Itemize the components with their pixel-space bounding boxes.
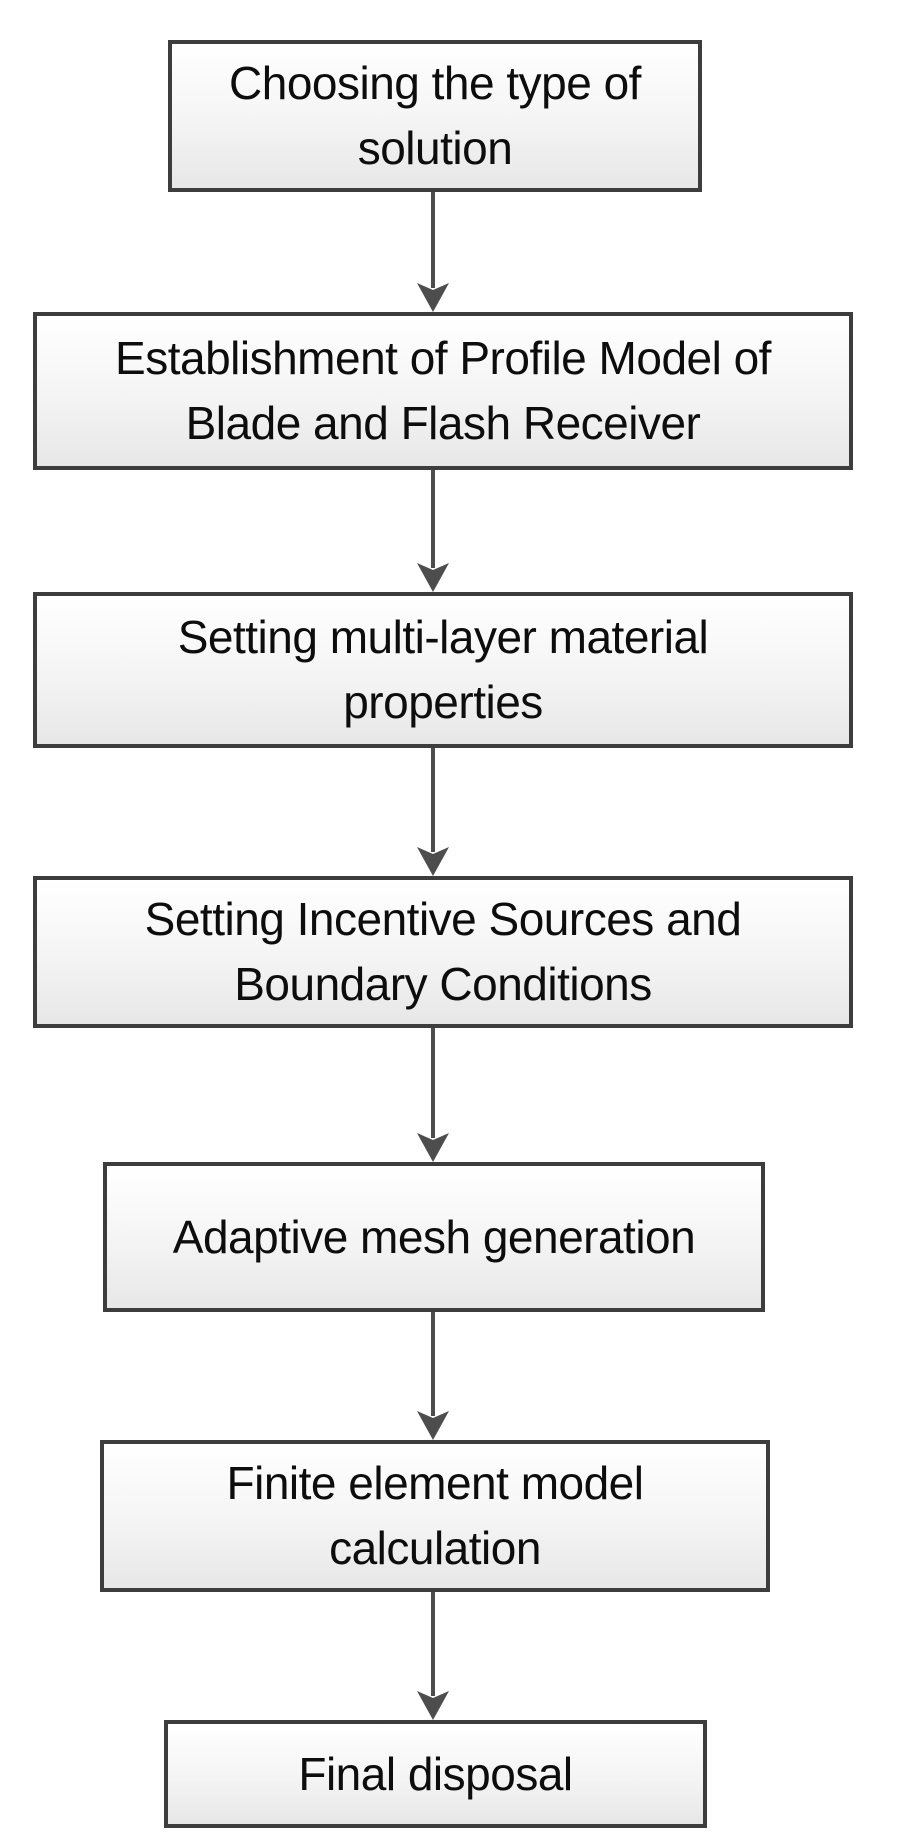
flow-arrow-5 bbox=[417, 1312, 449, 1440]
flow-arrow-6 bbox=[417, 1592, 449, 1720]
step-text-line: Setting Incentive Sources and bbox=[144, 893, 742, 945]
flow-step-incentive-sources-boundary-conditions: Setting Incentive Sources and Boundary C… bbox=[33, 876, 853, 1028]
flow-step-establishment-profile-model: Establishment of Profile Model of Blade … bbox=[33, 312, 853, 470]
step-text-line: Finite element model bbox=[226, 1457, 644, 1509]
arrow-shaft bbox=[431, 470, 435, 568]
step-label: Final disposal bbox=[168, 1742, 703, 1807]
flow-arrow-3 bbox=[417, 748, 449, 876]
arrow-head-icon bbox=[417, 283, 449, 312]
step-text-line: properties bbox=[343, 676, 543, 728]
flow-arrow-4 bbox=[417, 1028, 449, 1162]
step-label: Choosing the type of solution bbox=[172, 51, 698, 181]
step-label: Finite element model calculation bbox=[104, 1451, 766, 1581]
flow-step-multi-layer-material-properties: Setting multi-layer material properties bbox=[33, 592, 853, 748]
arrow-shaft bbox=[431, 1312, 435, 1416]
step-text-line: Blade and Flash Receiver bbox=[185, 397, 701, 449]
flow-arrow-2 bbox=[417, 470, 449, 592]
flow-step-finite-element-model-calculation: Finite element model calculation bbox=[100, 1440, 770, 1592]
step-text-line: Setting multi-layer material bbox=[177, 611, 709, 663]
arrow-head-icon bbox=[417, 1691, 449, 1720]
step-text-line: solution bbox=[357, 122, 513, 174]
step-text-line: Establishment of Profile Model of bbox=[115, 332, 771, 384]
arrow-head-icon bbox=[417, 1411, 449, 1440]
step-text-line: Boundary Conditions bbox=[234, 958, 652, 1010]
flow-step-choosing-type-of-solution: Choosing the type of solution bbox=[168, 40, 702, 192]
arrow-shaft bbox=[431, 1028, 435, 1138]
flow-arrow-1 bbox=[417, 192, 449, 312]
arrow-head-icon bbox=[417, 847, 449, 876]
arrow-head-icon bbox=[417, 1133, 449, 1162]
arrow-shaft bbox=[431, 748, 435, 852]
step-text-line: Adaptive mesh generation bbox=[172, 1210, 696, 1263]
step-label: Adaptive mesh generation bbox=[107, 1205, 761, 1270]
step-text-line: Final disposal bbox=[298, 1747, 573, 1800]
flow-step-final-disposal: Final disposal bbox=[164, 1720, 707, 1828]
arrow-head-icon bbox=[417, 563, 449, 592]
step-label: Setting multi-layer material properties bbox=[37, 605, 849, 735]
arrow-shaft bbox=[431, 192, 435, 288]
step-label: Establishment of Profile Model of Blade … bbox=[37, 326, 849, 456]
step-text-line: calculation bbox=[329, 1522, 541, 1574]
step-text-line: Choosing the type of bbox=[229, 57, 641, 109]
arrow-shaft bbox=[431, 1592, 435, 1696]
step-label: Setting Incentive Sources and Boundary C… bbox=[37, 887, 849, 1017]
flow-step-adaptive-mesh-generation: Adaptive mesh generation bbox=[103, 1162, 765, 1312]
